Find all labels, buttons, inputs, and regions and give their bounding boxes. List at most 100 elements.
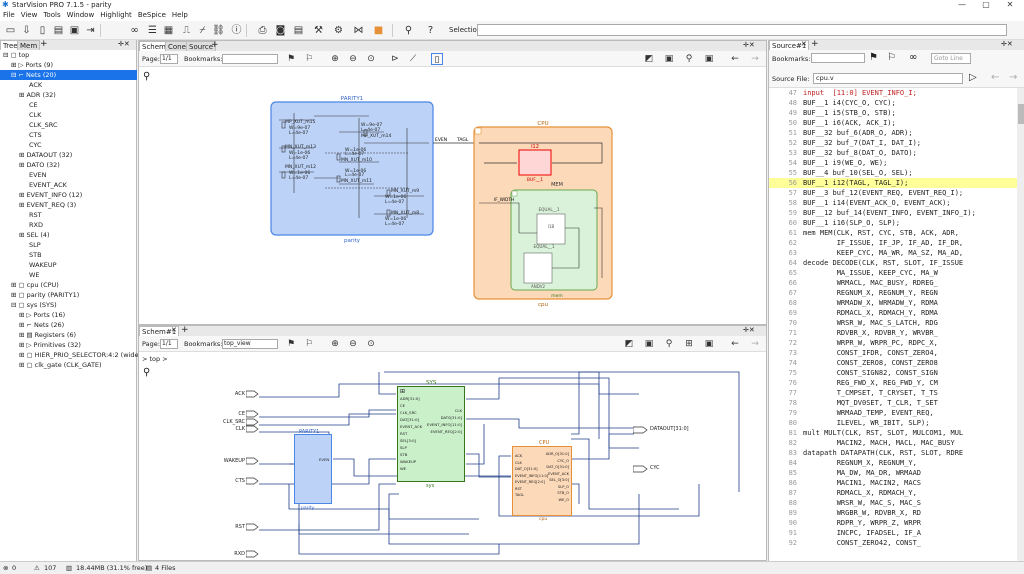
add-tab-icon[interactable]: + — [211, 40, 219, 50]
dock-icon[interactable]: ✛✕ — [1001, 40, 1013, 48]
menu-tools[interactable]: Tools — [43, 11, 61, 19]
add-tab-icon[interactable]: + — [40, 39, 48, 49]
open-icon[interactable]: ▭ — [5, 25, 16, 36]
add-bookmark-icon[interactable]: ⚑ — [286, 339, 296, 349]
tree-item[interactable]: ⊞ ▤Registers (6) — [0, 330, 137, 340]
tree-expander-icon[interactable]: ⊟ ▢ — [3, 51, 17, 59]
code-line[interactable]: 79 WRMAAD_TEMP, EVENT_REQ, — [769, 408, 1024, 418]
code-line[interactable]: 78 MQT_DV0SET, T_CLR, T_SET — [769, 398, 1024, 408]
fit-icon[interactable]: ▣ — [704, 339, 714, 349]
help-icon[interactable]: ? — [427, 25, 434, 36]
forward-icon[interactable]: → — [751, 339, 759, 349]
code-line[interactable]: 75 CONST_SIGN82, CONST_SIGN — [769, 368, 1024, 378]
zoom-in-icon[interactable]: ⊕ — [331, 339, 339, 349]
export-icon[interactable]: ⇥ — [86, 25, 95, 36]
tree-item[interactable]: CLK_SRC — [0, 120, 137, 130]
tree-expander-icon[interactable]: ⊟ ⌐ — [11, 71, 24, 79]
code-line[interactable]: 74 CONST_ZERO8, CONST_ZERO8 — [769, 358, 1024, 368]
page-select[interactable]: 1/1 — [160, 54, 178, 64]
tree-item[interactable]: CTS — [0, 130, 137, 140]
save-icon[interactable]: ▣ — [69, 25, 80, 36]
goto-line-input[interactable]: Goto Line — [931, 53, 971, 64]
highlight-icon[interactable]: ■ — [373, 25, 384, 36]
buf-block[interactable] — [518, 149, 552, 176]
image-icon[interactable]: ◩ — [624, 339, 634, 349]
code-line[interactable]: 85 MA_DW, MA_DR, WRMAAD — [769, 468, 1024, 478]
waveform-icon[interactable]: ⎍ — [183, 25, 190, 36]
zoom-out-icon[interactable]: ⊖ — [349, 54, 357, 64]
tree-expander-icon[interactable]: ⊞ ⌐ — [19, 321, 32, 329]
code-line[interactable]: 88 WRSR_W, MAC_S, MAC_S — [769, 498, 1024, 508]
open-source-icon[interactable]: ▷ — [969, 72, 977, 83]
tree-item[interactable]: CYC — [0, 140, 137, 150]
code-line[interactable]: 63 KEEP_CYC, MA_WR, MA_SZ, MA_AD, — [769, 248, 1024, 258]
file-list-icon[interactable]: ▤ — [53, 25, 64, 36]
bookmarks-select[interactable]: top_view — [222, 339, 278, 349]
scrollbar-thumb[interactable] — [1018, 104, 1024, 124]
tree-item[interactable]: ⊞EVENT_INFO (12) — [0, 190, 137, 200]
tree-expander-icon[interactable]: ⊞ ▷ — [11, 61, 24, 69]
grid-icon[interactable]: ▦ — [163, 25, 174, 36]
split-icon[interactable]: ⊳ — [391, 54, 399, 64]
code-line[interactable]: 69 RDMACL_X, RDMACH_Y, RDMA — [769, 308, 1024, 318]
back-icon[interactable]: ← — [991, 72, 1000, 83]
code-line[interactable]: 65 MA_ISSUE, KEEP_CYC, MA_W — [769, 268, 1024, 278]
code-line[interactable]: 71 RDVBR_X, RDVBR_Y, WRVBR_ — [769, 328, 1024, 338]
collapse-icon[interactable] — [474, 127, 482, 135]
collapse-icon[interactable]: ⊞ — [400, 388, 406, 395]
list-icon[interactable]: ☰ — [148, 25, 157, 36]
tree-item[interactable]: ⊞ADR (32) — [0, 90, 137, 100]
input-port[interactable] — [245, 418, 260, 428]
input-port[interactable] — [245, 410, 260, 420]
tree-item[interactable]: ⊞ ▷Ports (16) — [0, 310, 137, 320]
code-line[interactable]: 67 REGNUM_X, REGNUM_Y, REGN — [769, 288, 1024, 298]
input-port[interactable] — [245, 523, 260, 533]
output-port[interactable] — [632, 465, 649, 475]
tree-item[interactable]: ⊟ ▢sys (SYS) — [0, 300, 137, 310]
fit-icon[interactable]: ▣ — [704, 54, 714, 64]
code-line[interactable]: 76 REG_FWD_X, REG_FWD_Y, CM — [769, 378, 1024, 388]
tree-expander-icon[interactable]: ⊞ — [19, 231, 25, 239]
tree-item[interactable]: ⊞EVENT_REQ (3) — [0, 200, 137, 210]
tree-item[interactable]: ⊞DATAOUT (32) — [0, 150, 137, 160]
gear-icon[interactable]: ⚙ — [334, 25, 343, 36]
remove-bookmark-icon[interactable]: ⚐ — [304, 339, 314, 349]
page-select[interactable]: 1/1 — [160, 339, 178, 349]
zoom-fit-icon[interactable]: ⊙ — [367, 339, 375, 349]
tree-item[interactable]: ⊞ ▢parity (PARITY1) — [0, 290, 137, 300]
zoom-in-icon[interactable]: ⊕ — [331, 54, 339, 64]
dock-icon[interactable]: ✛✕ — [743, 326, 755, 334]
tree-item[interactable]: SLP — [0, 240, 137, 250]
frame-icon[interactable]: ▣ — [644, 339, 654, 349]
tree-expander-icon[interactable]: ⊞ — [19, 151, 25, 159]
import-icon[interactable]: ⇩ — [22, 25, 31, 36]
tree-item[interactable]: ⊞ ▢HIER_PRIO_SELECTOR:4:2 (wide_3 — [0, 350, 146, 360]
add-bookmark-icon[interactable]: ⚑ — [286, 54, 296, 64]
close-tab-icon[interactable]: ✕ — [801, 40, 807, 48]
tree-item[interactable]: ⊞DATO (32) — [0, 160, 137, 170]
add-bookmark-icon[interactable]: ⚑ — [869, 52, 878, 63]
share-icon[interactable]: ⋈ — [353, 25, 364, 36]
add-tab-icon[interactable]: + — [811, 39, 819, 49]
minimize-button[interactable]: — — [958, 0, 966, 9]
remove-bookmark-icon[interactable]: ⚐ — [304, 54, 314, 64]
code-line[interactable]: 90 RDPR_Y, WRPR_Z, WRPR — [769, 518, 1024, 528]
link-icon[interactable]: ⛓ — [212, 25, 225, 36]
code-line[interactable]: 66 WRMACL, MAC_BUSY, RDREG_ — [769, 278, 1024, 288]
code-line[interactable]: 77 T_CMPSET, T_CRYSET, T_TS — [769, 388, 1024, 398]
add-tab-icon[interactable]: + — [181, 325, 189, 335]
info-icon[interactable]: ⓘ — [231, 25, 242, 36]
tab-mem[interactable]: Mem — [17, 40, 41, 50]
tree-expander-icon[interactable]: ⊞ ▢ — [19, 361, 33, 369]
tree-item[interactable]: ⊞ ▷Primitives (32) — [0, 340, 137, 350]
tree-expander-icon[interactable]: ⊞ ▢ — [11, 281, 25, 289]
code-line[interactable]: 87 RDMACL_X, RDMACH_Y, — [769, 488, 1024, 498]
